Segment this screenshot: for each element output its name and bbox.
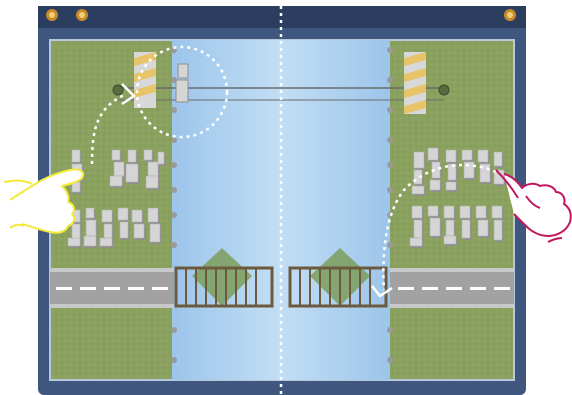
block-piece[interactable] bbox=[102, 210, 114, 224]
block-piece[interactable] bbox=[104, 224, 114, 240]
block-piece[interactable] bbox=[476, 206, 488, 220]
block-piece[interactable] bbox=[72, 150, 82, 164]
block-piece[interactable] bbox=[446, 220, 456, 238]
block-piece[interactable] bbox=[150, 224, 162, 244]
block-piece[interactable] bbox=[132, 210, 144, 224]
block-piece[interactable] bbox=[492, 206, 504, 220]
block-piece[interactable] bbox=[148, 162, 160, 178]
block-piece[interactable] bbox=[462, 150, 474, 162]
block-piece[interactable] bbox=[118, 208, 130, 222]
block-piece[interactable] bbox=[84, 236, 98, 248]
block-piece[interactable] bbox=[412, 206, 424, 220]
block-piece[interactable] bbox=[460, 206, 472, 220]
block-piece[interactable] bbox=[428, 206, 440, 218]
block-piece[interactable] bbox=[414, 170, 424, 186]
block-piece[interactable] bbox=[430, 180, 442, 192]
block-piece[interactable] bbox=[428, 148, 440, 162]
road-right bbox=[390, 268, 514, 308]
block-piece[interactable] bbox=[494, 152, 504, 168]
block-piece[interactable] bbox=[114, 162, 126, 178]
block-piece[interactable] bbox=[126, 164, 140, 184]
block-piece[interactable] bbox=[110, 176, 124, 188]
block-piece[interactable] bbox=[494, 220, 504, 242]
block-piece[interactable] bbox=[410, 238, 424, 248]
striped-barrier-right bbox=[404, 52, 426, 114]
bolt-icon bbox=[504, 9, 516, 21]
block-piece[interactable] bbox=[148, 208, 160, 224]
block-piece[interactable] bbox=[478, 220, 490, 238]
block-piece[interactable] bbox=[444, 236, 458, 246]
block-piece[interactable] bbox=[444, 206, 456, 220]
bolt-icon bbox=[46, 9, 58, 21]
block-piece[interactable] bbox=[414, 220, 424, 240]
block-piece[interactable] bbox=[134, 224, 146, 240]
bolt-icon bbox=[76, 9, 88, 21]
block-piece[interactable] bbox=[128, 150, 138, 164]
block-piece[interactable] bbox=[100, 238, 114, 248]
block-piece[interactable] bbox=[446, 150, 458, 164]
block-piece[interactable] bbox=[478, 150, 490, 164]
board-top-bar bbox=[38, 6, 526, 28]
block-piece[interactable] bbox=[158, 152, 166, 166]
block-piece[interactable] bbox=[430, 218, 442, 238]
grabbed-piece[interactable] bbox=[176, 64, 188, 102]
block-piece[interactable] bbox=[462, 220, 472, 240]
block-piece[interactable] bbox=[414, 152, 426, 170]
road-left bbox=[50, 268, 174, 308]
block-piece[interactable] bbox=[68, 238, 82, 248]
block-piece[interactable] bbox=[86, 220, 98, 238]
block-piece[interactable] bbox=[146, 176, 160, 190]
block-piece[interactable] bbox=[412, 186, 426, 196]
block-piece[interactable] bbox=[120, 222, 130, 240]
